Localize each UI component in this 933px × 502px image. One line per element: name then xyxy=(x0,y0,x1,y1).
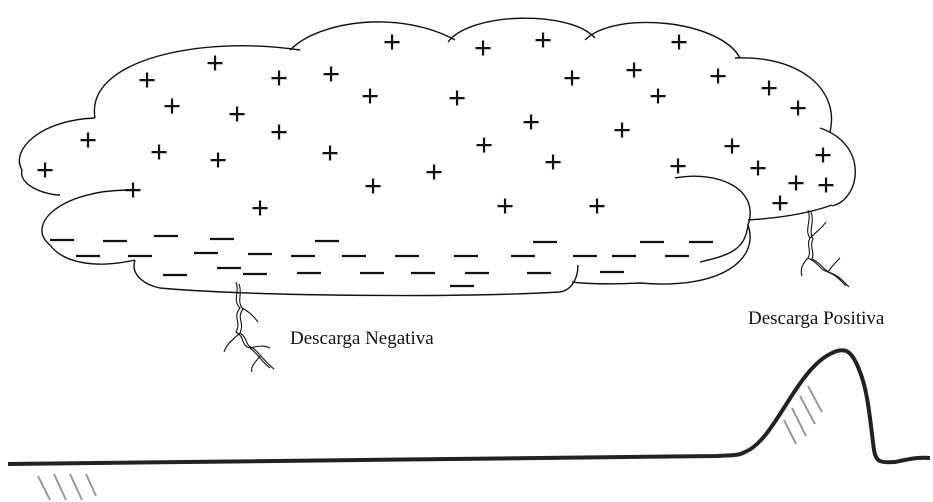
positive-charge-symbol: + xyxy=(496,188,514,223)
positive-charge-symbol: + xyxy=(364,168,382,203)
positive-charge-symbol: + xyxy=(124,172,142,207)
positive-charge-symbol: + xyxy=(709,58,727,93)
negative-charges xyxy=(50,234,713,288)
positive-charge-symbol: + xyxy=(613,112,631,147)
positive-charge-symbol: + xyxy=(625,52,643,87)
positive-discharge-bolt xyxy=(800,209,850,288)
positive-charge-symbol: + xyxy=(79,122,97,157)
positive-charge-symbol: + xyxy=(588,188,606,223)
positive-charge-symbol: + xyxy=(649,78,667,113)
positive-charge-symbol: + xyxy=(321,135,339,170)
positive-charge-symbol: + xyxy=(771,185,789,220)
hill-hatching xyxy=(783,385,823,445)
positive-charge-symbol: + xyxy=(789,90,807,125)
positive-charge-symbol: + xyxy=(814,137,832,172)
positive-charge-symbol: + xyxy=(723,128,741,163)
positive-charge-symbol: + xyxy=(448,80,466,115)
positive-charge-symbol: + xyxy=(760,70,778,105)
positive-charges: ++++++++++++++++++++++++++++++++++++++++… xyxy=(36,22,835,225)
positive-charge-symbol: + xyxy=(475,127,493,162)
positive-charge-symbol: + xyxy=(206,45,224,80)
positive-charge-symbol: + xyxy=(36,152,54,187)
positive-charge-symbol: + xyxy=(522,104,540,139)
cloud-outline xyxy=(18,16,857,297)
positive-charge-symbol: + xyxy=(787,165,805,200)
positive-charge-symbol: + xyxy=(669,148,687,183)
positive-charge-symbol: + xyxy=(270,60,288,95)
positive-charge-symbol: + xyxy=(270,114,288,149)
ground-line xyxy=(7,348,931,466)
positive-charge-symbol: + xyxy=(749,150,767,185)
positive-charge-symbol: + xyxy=(228,96,246,131)
positive-charge-symbol: + xyxy=(425,154,443,189)
positive-charge-symbol: + xyxy=(163,88,181,123)
negative-discharge-label: Descarga Negativa xyxy=(290,328,434,349)
positive-discharge-label: Descarga Positiva xyxy=(748,308,885,329)
positive-charge-symbol: + xyxy=(563,60,581,95)
ground-hatching xyxy=(37,473,97,501)
positive-charge-symbol: + xyxy=(150,134,168,169)
positive-charge-symbol: + xyxy=(383,24,401,59)
positive-charge-symbol: + xyxy=(361,78,379,113)
positive-charge-symbol: + xyxy=(670,24,688,59)
positive-charge-symbol: + xyxy=(209,142,227,177)
negative-discharge-bolt xyxy=(223,281,275,373)
positive-charge-symbol: + xyxy=(322,56,340,91)
positive-charge-symbol: + xyxy=(534,22,552,57)
positive-charge-symbol: + xyxy=(251,190,269,225)
positive-charge-symbol: + xyxy=(817,167,835,202)
positive-charge-symbol: + xyxy=(138,62,156,97)
positive-charge-symbol: + xyxy=(474,30,492,65)
positive-charge-symbol: + xyxy=(544,144,562,179)
